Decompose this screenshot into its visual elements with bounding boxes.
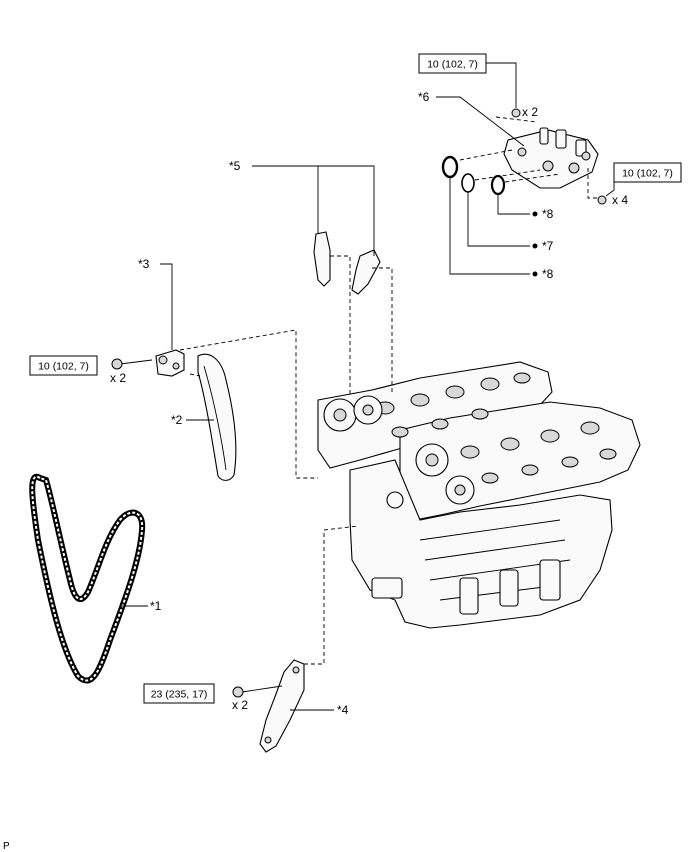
- chain-links: [31, 475, 144, 682]
- torque-spec-tensioner: 10 (102, 7): [29, 355, 98, 376]
- camshaft-lobes-left: [375, 372, 531, 438]
- engine-block-illustration: [317, 361, 641, 629]
- quantity-guide: x 2: [232, 698, 248, 712]
- upper-chain-guides-part: [313, 231, 381, 295]
- torque-value: 10 (102, 7): [38, 361, 89, 373]
- timing-chain-part: [29, 473, 146, 684]
- callout-8-top: *8: [542, 207, 554, 221]
- o-ring-small: [490, 174, 506, 196]
- callout-2: *2: [171, 413, 183, 427]
- chain-slipper-part: [197, 353, 237, 481]
- quantity-housing-top: x 2: [522, 105, 538, 119]
- quantity-tensioner: x 2: [110, 371, 126, 385]
- callout-7: *7: [542, 239, 554, 253]
- torque-value: 10 (102, 7): [622, 168, 673, 180]
- torque-value: 23 (235, 17): [151, 689, 208, 701]
- guide-bolt: [232, 685, 283, 698]
- callout-8-bottom: *8: [542, 267, 554, 281]
- o-ring-middle: [461, 173, 475, 193]
- non-reusable-marker: [532, 211, 538, 217]
- quantity-housing-right: x 4: [612, 193, 628, 207]
- cam-sprockets: [323, 395, 475, 509]
- housing-right-bolt: [597, 195, 607, 205]
- tensioner-bolt: [111, 358, 153, 370]
- torque-spec-guide: 23 (235, 17): [143, 683, 215, 704]
- callout-6: *6: [418, 90, 430, 104]
- callout-5: *5: [229, 159, 241, 173]
- torque-value: 10 (102, 7): [427, 59, 478, 71]
- block-details: [371, 519, 571, 615]
- footer-code: P: [3, 841, 10, 852]
- o-ring-large: [441, 155, 459, 179]
- chain-guide-part: [259, 659, 305, 753]
- leader-lines: [120, 62, 615, 711]
- housing-top-bolt: [511, 108, 521, 118]
- callout-3: *3: [138, 257, 150, 271]
- chain-outline: [29, 473, 146, 684]
- callout-4: *4: [337, 703, 349, 717]
- torque-spec-housing-top: 10 (102, 7): [418, 53, 487, 74]
- callout-1: *1: [150, 599, 162, 613]
- chain-tensioner-part: [155, 349, 185, 377]
- non-reusable-marker: [532, 243, 538, 249]
- torque-spec-housing-right: 10 (102, 7): [613, 162, 682, 183]
- housing-part: [503, 127, 599, 189]
- camshaft-lobes-right: [460, 421, 617, 484]
- non-reusable-marker: [532, 271, 538, 277]
- assembly-dashed-lines: [179, 116, 598, 665]
